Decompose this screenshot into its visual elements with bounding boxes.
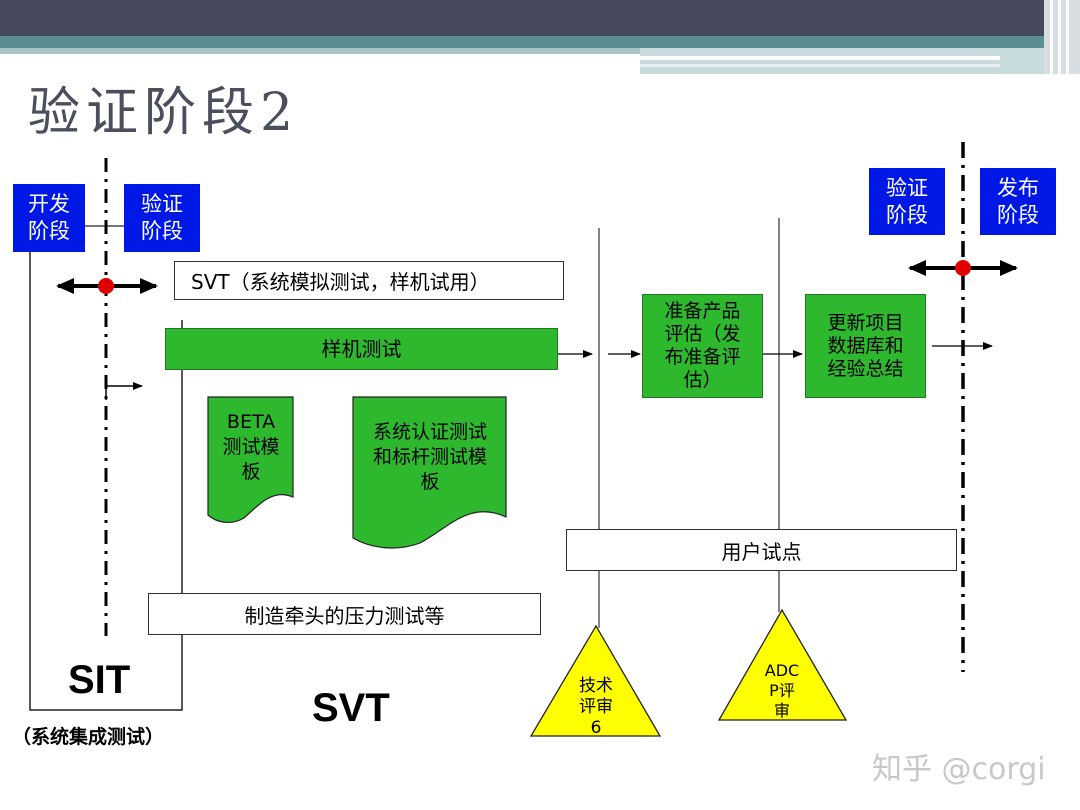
header-line: [640, 56, 1000, 60]
adcp-review-label: ADC P评 审: [764, 661, 800, 720]
header-bar: [0, 0, 1080, 36]
beta-doc-shape: [207, 396, 294, 524]
dev-phase-box: 开发 阶段: [13, 184, 85, 252]
verify-phase-box-left: 验证 阶段: [124, 184, 200, 252]
header-stripe-right: [640, 48, 1080, 74]
cert-template-label: 系统认证测试 和标杆测试模 板: [372, 421, 487, 493]
watermark: 知乎 @corgi: [872, 752, 1046, 787]
tech-review-triangle: [529, 624, 662, 737]
cert-doc-shape: [352, 396, 507, 549]
svt-label: SVT: [312, 686, 390, 730]
sit-note: （系统集成测试）: [12, 726, 165, 748]
sit-bracket: [29, 252, 183, 711]
tech-review-label: 技术 评审 6: [579, 676, 613, 738]
step-arrow: [105, 382, 143, 400]
user-pilot-bar: 用户试点: [566, 529, 957, 571]
prototype-test-bar: 样机测试: [165, 328, 558, 370]
header-corner-decoration: [1044, 0, 1080, 74]
red-milestone-dot-right: [955, 260, 971, 276]
stress-test-bar: 制造牵头的压力测试等: [148, 593, 541, 635]
update-database-box: 更新项目 数据库和 经验总结: [805, 294, 926, 398]
prepare-evaluation-box: 准备产品 评估（发 布准备评 估）: [642, 294, 763, 398]
verify-phase-box-right: 验证 阶段: [869, 168, 945, 235]
header-stripe-light: [0, 48, 640, 54]
adcp-review-triangle: [717, 608, 848, 721]
header-line: [640, 64, 1000, 67]
beta-template-label: BETA 测试模 板: [222, 411, 280, 483]
svt-bar: SVT（系统模拟测试，样机试用）: [174, 261, 564, 300]
red-milestone-dot-left: [98, 278, 114, 294]
sit-label: SIT: [68, 658, 131, 702]
release-phase-box: 发布 阶段: [980, 168, 1056, 235]
slide-title: 验证阶段2: [28, 83, 300, 143]
header-stripe: [0, 36, 1080, 48]
